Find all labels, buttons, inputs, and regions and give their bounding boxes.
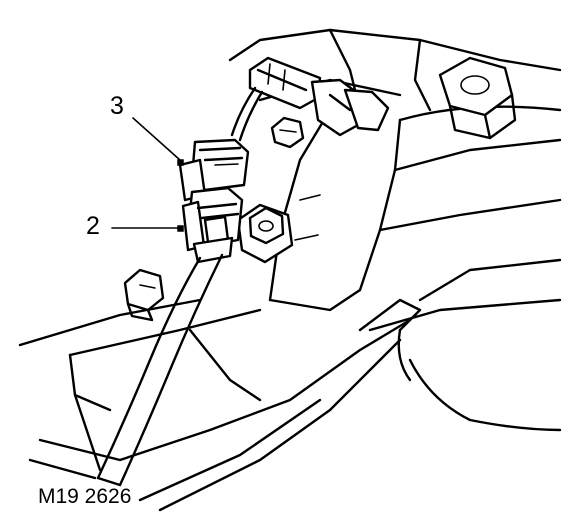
wiring-harness: [96, 253, 224, 487]
callout-label-3: 3: [110, 92, 124, 120]
connector-2: [177, 186, 244, 264]
bolt-bracket: [236, 203, 294, 264]
upper-connector: [230, 56, 390, 142]
leader-line-3: [132, 117, 181, 161]
engine-housing: [228, 28, 562, 432]
bolt-upper: [270, 116, 305, 149]
lower-structure: [18, 298, 422, 512]
bolt-left: [123, 268, 165, 322]
hex-nut-top: [438, 56, 517, 140]
figure-code: M19 2626: [38, 485, 132, 508]
callout-label-2: 2: [86, 212, 100, 240]
